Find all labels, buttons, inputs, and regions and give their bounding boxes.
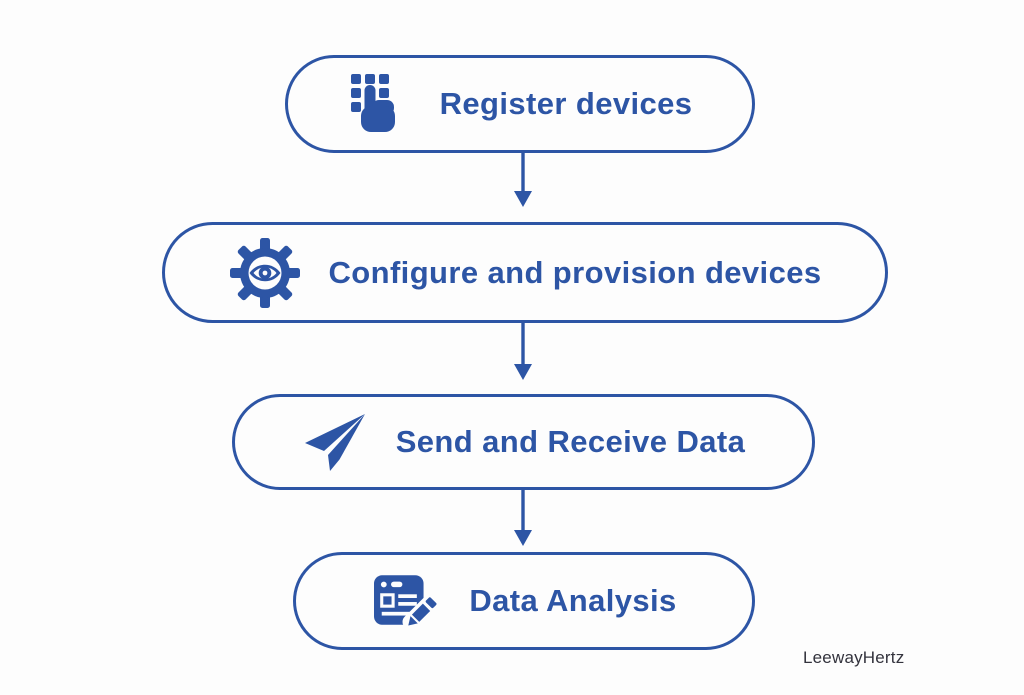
brand-watermark: LeewayHertz [803, 648, 905, 667]
step-label: Send and Receive Data [395, 424, 746, 459]
flow-arrow-down [514, 323, 532, 380]
step-label: Register devices [439, 86, 693, 121]
flow-step-configure-provision-devices: Configure and provision devices [162, 222, 888, 323]
step-label: Configure and provision devices [328, 254, 822, 290]
step-label: Data Analysis [469, 583, 677, 618]
keypad-press-icon [348, 73, 412, 135]
report-edit-icon [371, 569, 441, 633]
flow-step-register-devices: Register devices [285, 55, 755, 153]
paper-plane-icon [302, 412, 368, 472]
gear-eye-icon [229, 237, 301, 309]
flow-step-data-analysis: Data Analysis [293, 552, 755, 650]
flow-step-send-receive-data: Send and Receive Data [232, 394, 815, 490]
flow-arrow-down [514, 490, 532, 546]
flow-arrow-down [514, 152, 532, 207]
